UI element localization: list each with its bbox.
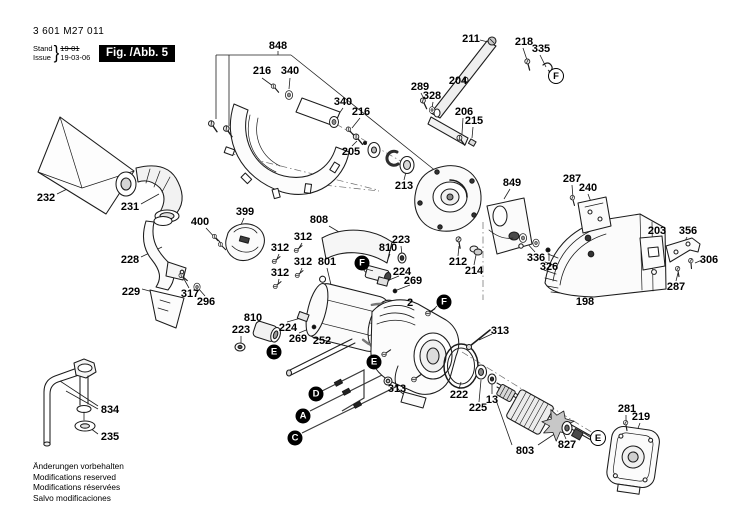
screws-312: [270, 243, 305, 290]
title-block: 3 601 M27 011 Stand Issue } 19-01 19-03-…: [33, 26, 175, 63]
bracket-356: [665, 237, 701, 263]
support-arm: [418, 36, 553, 148]
gear-housing: [370, 299, 460, 409]
legal-note-line: Modifications reserved: [33, 471, 117, 482]
dust-chute: [142, 215, 187, 291]
clamp-rod: [43, 358, 97, 447]
axis-lines: [223, 123, 607, 442]
bushing-214: [469, 245, 483, 256]
stand-issue-block: Stand Issue } 19-01 19-03-06: [33, 42, 91, 63]
motor-mount: [414, 165, 482, 232]
screws-313: [410, 329, 491, 384]
legal-note-line: Änderungen vorbehalten: [33, 461, 124, 471]
issue-label: Issue: [33, 53, 51, 62]
issue-date: 19-03-06: [60, 53, 91, 62]
figure-label: Fig. /Abb. 5: [99, 45, 175, 62]
model-part-number: 3 601 M27 011: [33, 26, 105, 37]
air-deflector: [321, 229, 393, 264]
end-shield: [606, 425, 660, 495]
armature: [496, 382, 601, 446]
bracket-240: [577, 196, 612, 234]
legal-note-line: Modifications réservées: [33, 482, 121, 492]
bearing-810-left: [252, 320, 281, 343]
deflector-plate: [149, 289, 185, 329]
brush-cover: [225, 223, 265, 262]
upper-blade-guard: [223, 97, 350, 200]
through-bolts: [285, 338, 356, 377]
plate-203: [639, 235, 666, 271]
stand-label: Stand: [33, 44, 53, 53]
elbow-tube: [135, 165, 183, 223]
legal-note-line: Salvo modificaciones: [33, 492, 111, 503]
brush-224-left: [296, 311, 310, 323]
pivot-plate: [486, 197, 533, 255]
spindle-hardware: [206, 82, 415, 175]
dust-bag: [37, 116, 137, 215]
superseded-date: 19-01: [60, 44, 80, 53]
brush-224-right: [376, 276, 390, 287]
lower-blade-guard: [543, 213, 667, 298]
brace: }: [53, 42, 60, 63]
